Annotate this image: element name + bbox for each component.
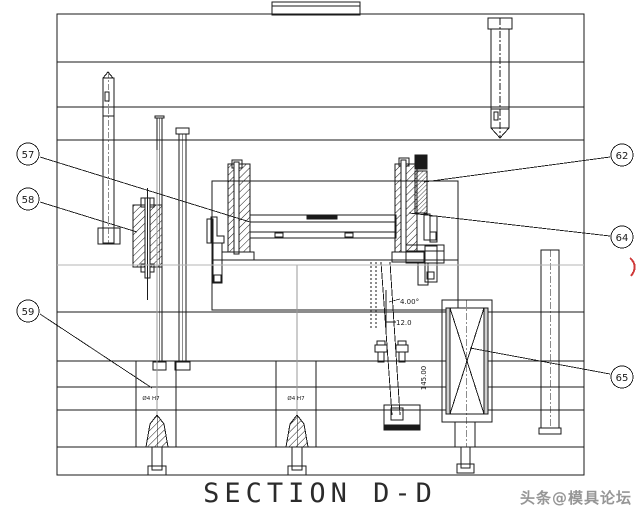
spring-pack-block [441,299,493,474]
watermark-text: 头条@模具论坛 [519,489,632,507]
guide-pin-right [487,17,513,139]
balloon-callouts [16,142,634,389]
dimension-height: 145.00 [420,366,428,391]
ejector-rod-group-left [152,115,191,371]
dimension-pin-b: Ø4 H7 [287,395,305,402]
centerline-guides [57,150,584,415]
red-accent-mark [629,257,636,277]
angle-pin-lines [370,261,401,416]
balloon-62: 62 [616,151,629,162]
balloon-59: 59 [22,307,35,318]
angle-pin-base-block [383,404,421,431]
sub-insert-right [405,244,445,286]
support-pillar-right [538,249,562,435]
balloon-64: 64 [616,233,629,244]
dimension-width: 12.0 [396,319,412,327]
ejector-pin-pair-center [374,340,409,363]
locating-ring [271,1,361,16]
support-pillar-left [135,360,177,476]
drawing-title: SECTION D-D [203,478,437,509]
balloon-57: 57 [22,150,35,161]
guide-bushing-foot [97,227,121,245]
balloon-58: 58 [22,195,35,206]
wear-plate-right [414,154,428,214]
hatched-bushing-block-left [132,188,163,300]
balloon-number-group: 57 58 59 62 64 65 [22,150,629,384]
support-pillar-center [275,360,317,476]
balloon-65: 65 [616,373,629,384]
guide-pin-left [102,71,115,244]
dimension-text-group: 4.00° 12.0 145.00 Ø4 H7 Ø4 H7 [142,298,428,402]
cavity-boundary [211,180,459,311]
slide-core-assembly [206,157,438,284]
dimension-angle: 4.00° [400,298,419,306]
dimension-pin-a: Ø4 H7 [142,395,160,402]
